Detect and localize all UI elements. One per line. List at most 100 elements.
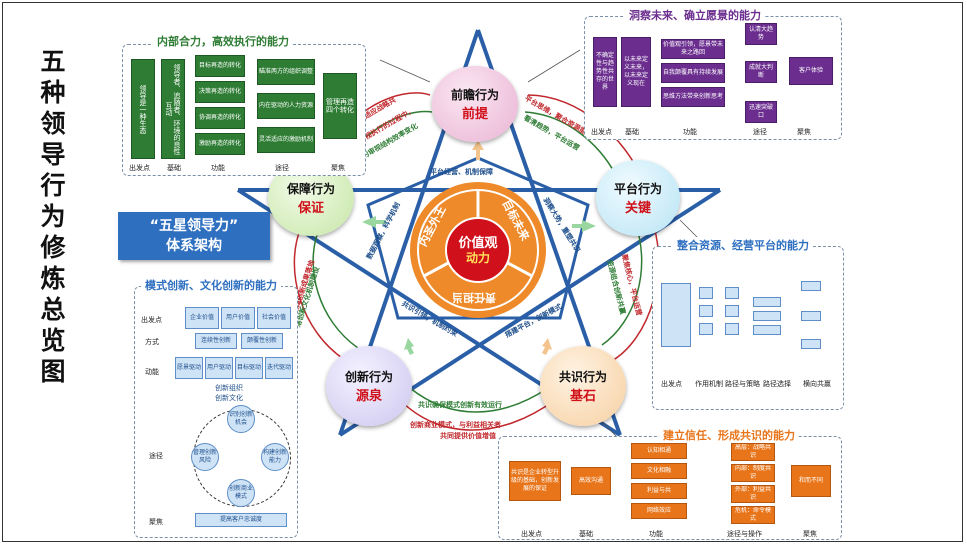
lm-row1-1: 企业价值 bbox=[185, 307, 219, 329]
lm-cycle-4: 创新商业模式 bbox=[227, 479, 255, 507]
tl-origin: 领导是一种生态 bbox=[131, 59, 155, 159]
lm-row5-label: 聚焦 bbox=[149, 518, 163, 526]
arrow-top bbox=[472, 140, 484, 160]
edge-bottom-outer2: 共同提供价值增值 bbox=[440, 432, 496, 440]
node-platform-name: 平台行为 bbox=[613, 182, 662, 196]
lm-row1-2: 用户价值 bbox=[221, 307, 255, 329]
tr-func-3: 思维方法带来创新思考 bbox=[661, 87, 725, 107]
banner-line1: “五星领导力” bbox=[149, 218, 239, 234]
br-func-2: 文化相融 bbox=[631, 463, 687, 479]
tl-path-2: 内在驱动的人力资源 bbox=[257, 93, 315, 119]
rm-node-11 bbox=[801, 311, 821, 321]
tl-footer-3: 功能 bbox=[211, 164, 225, 172]
br-origin: 共识是企业转型升级的基础，创新发展的保证 bbox=[509, 461, 561, 501]
tl-func-4: 激励再造的转化 bbox=[195, 133, 245, 155]
node-consensus-key: 基石 bbox=[569, 389, 596, 404]
br-footer-1: 出发点 bbox=[521, 530, 542, 538]
arrow-left bbox=[362, 216, 386, 228]
rm-footer-3: 路径与策略 bbox=[725, 380, 760, 388]
tl-base: 领导者、追随者、环境的良性互动 bbox=[161, 59, 185, 159]
node-foresight-name: 前瞻行为 bbox=[450, 88, 499, 102]
tr-footer-2: 基础 bbox=[625, 128, 639, 136]
lm-cycle-3: 构建创新能力 bbox=[261, 443, 289, 471]
br-focus: 和而不同 bbox=[791, 465, 831, 497]
br-func-3: 利益与共 bbox=[631, 483, 687, 499]
rm-node-3 bbox=[699, 323, 713, 335]
link-rm bbox=[679, 219, 701, 241]
rm-footer-1: 出发点 bbox=[661, 380, 682, 388]
lm-row3-2: 用户驱动 bbox=[205, 357, 233, 379]
rm-node-9 bbox=[753, 325, 781, 335]
br-path-3: 外部：利益共识 bbox=[731, 485, 775, 503]
br-footer-5: 聚焦 bbox=[803, 530, 817, 538]
node-consensus-name: 共识行为 bbox=[558, 370, 607, 384]
panel-vision: 洞察未来、确立愿景的能力 不确定性与趋势性共存的世界 以未来定义未来，以未来定义… bbox=[584, 7, 842, 140]
link-tl bbox=[379, 59, 431, 83]
rm-node-1 bbox=[699, 287, 713, 299]
lm-row5: 提高客户忠诚度 bbox=[195, 513, 287, 527]
lm-row3-4: 迭代驱动 bbox=[265, 357, 293, 379]
node-foresight[interactable]: 前瞻行为 前提 bbox=[432, 66, 518, 142]
lm-cycle-1: 识别创新机会 bbox=[227, 405, 255, 433]
br-base: 高效沟通 bbox=[571, 467, 611, 495]
node-innovation-key: 源泉 bbox=[355, 389, 382, 404]
node-consensus[interactable]: 共识行为 基石 bbox=[540, 346, 626, 426]
rm-node-5 bbox=[725, 305, 739, 317]
rm-footer-4: 路径选择 bbox=[763, 380, 791, 388]
node-assurance-key: 保证 bbox=[297, 201, 324, 216]
node-innovation[interactable]: 创新行为 源泉 bbox=[326, 346, 412, 426]
tl-footer-4: 途径 bbox=[275, 164, 289, 172]
panel-innovation: 模式创新、文化创新的能力 出发点 企业价值 用户价值 社会价值 方式 连续性创新… bbox=[134, 277, 298, 538]
green-arc-br bbox=[601, 221, 643, 346]
tr-path-1: 认清大趋势 bbox=[745, 23, 777, 45]
panel-platform: 整合资源、经营平台的能力 出发点 作用机制 路径与策略 路径选择 横向共赢 bbox=[652, 237, 844, 410]
tl-footer-2: 基础 bbox=[167, 164, 181, 172]
rm-node-6 bbox=[725, 323, 739, 335]
lm-row2-2: 颠覆性创新 bbox=[241, 333, 283, 349]
lm-row3-3: 目标驱动 bbox=[235, 357, 263, 379]
center-label: 价值观 动力 bbox=[448, 236, 508, 265]
tl-func-1: 目标再造的转化 bbox=[195, 55, 245, 77]
lm-row4-label: 途径 bbox=[149, 452, 163, 460]
inner-pentagon bbox=[366, 156, 590, 320]
page-title: 五种领导行为修炼总览图 bbox=[40, 47, 66, 386]
tr-footer-3: 功能 bbox=[683, 128, 697, 136]
tr-origin: 不确定性与趋势性共存的世界 bbox=[593, 37, 617, 107]
tr-func-1: 价值观引领，愿景带未来之路回 bbox=[661, 39, 725, 59]
tr-path-3: 迅速突破口 bbox=[745, 101, 777, 123]
lm-row3-1: 愿景驱动 bbox=[175, 357, 203, 379]
panel-trust: 建立信任、形成共识的能力 共识是企业转型升级的基础，创新发展的保证 高效沟通 认… bbox=[498, 427, 842, 540]
tr-footer-1: 出发点 bbox=[591, 128, 612, 136]
tl-footer-1: 出发点 bbox=[129, 164, 150, 172]
rm-node-4 bbox=[725, 287, 739, 299]
node-assurance-name: 保障行为 bbox=[286, 182, 335, 196]
tl-path-3: 灵活适应的激励机制 bbox=[257, 127, 315, 153]
rm-origin bbox=[661, 283, 691, 347]
center-subtitle: 动力 bbox=[465, 251, 490, 265]
edge-top-inner: 平台经营、机制保障 bbox=[430, 168, 493, 176]
tl-focus: 管理再造四个转化 bbox=[323, 73, 357, 139]
tr-base: 以未来定义未来，以未来定义现在 bbox=[621, 37, 651, 107]
node-foresight-key: 前提 bbox=[461, 107, 488, 122]
edge-bottom-inner: 共识确保模式创新有效运行 bbox=[418, 401, 502, 409]
node-platform[interactable]: 平台行为 关键 bbox=[596, 160, 680, 236]
rm-node-8 bbox=[753, 311, 781, 321]
link-tr bbox=[527, 49, 581, 83]
green-arc-bottom bbox=[409, 387, 549, 413]
lm-row3b-2: 创新文化 bbox=[215, 394, 243, 402]
br-func-1: 认知相通 bbox=[631, 443, 687, 459]
green-arc-bl bbox=[312, 231, 359, 349]
rm-node-2 bbox=[699, 305, 713, 317]
tl-func-3: 协调再造的转化 bbox=[195, 107, 245, 129]
panel-execution: 内部合力，高效执行的能力 领导是一种生态 领导者、追随者、环境的良性互动 目标再… bbox=[122, 33, 366, 176]
br-footer-4: 途径与操作 bbox=[727, 530, 762, 538]
br-footer-2: 基础 bbox=[579, 530, 593, 538]
banner-line2: 体系架构 bbox=[166, 238, 222, 254]
arrow-br bbox=[542, 338, 552, 355]
panel-platform-title: 整合资源、经营平台的能力 bbox=[673, 237, 813, 253]
rm-footer-2: 作用机制 bbox=[695, 380, 723, 388]
node-innovation-name: 创新行为 bbox=[344, 370, 393, 384]
br-path-4: 危机：命令模式 bbox=[731, 506, 775, 524]
arrow-bl bbox=[404, 338, 414, 355]
br-path-2: 内部：制度共识 bbox=[731, 464, 775, 482]
